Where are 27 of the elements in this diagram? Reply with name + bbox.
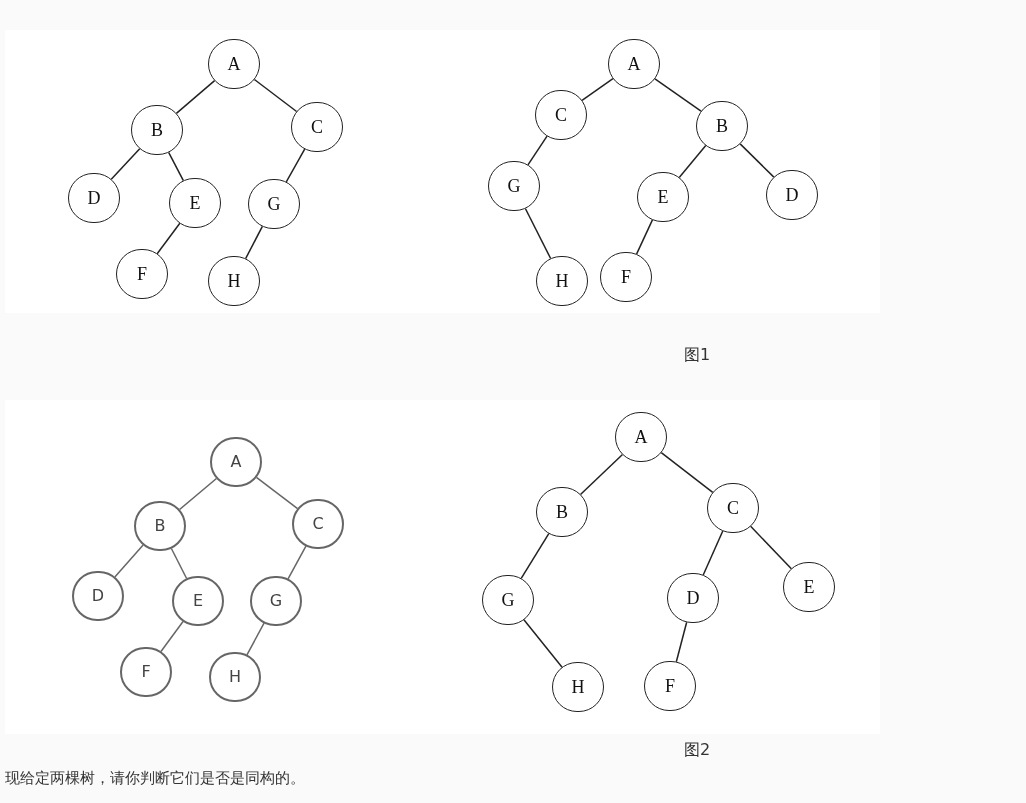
- tree-edge: [114, 544, 144, 578]
- tree-edge: [244, 225, 264, 260]
- tree-edge: [520, 532, 550, 580]
- tree-edge: [524, 207, 552, 260]
- tree-edge: [654, 78, 702, 112]
- tree-edge: [178, 477, 218, 511]
- caption: 现给定两棵树，请你判断它们是否是同构的。: [5, 768, 305, 789]
- tree-edge: [523, 619, 563, 668]
- tree-edge: [167, 151, 185, 182]
- tree-edge: [675, 621, 688, 663]
- tree-edge: [579, 453, 624, 496]
- tree-edge: [255, 476, 299, 510]
- tree-edge: [156, 222, 181, 255]
- figure-label: 图1: [684, 344, 711, 366]
- tree-edge: [160, 620, 184, 653]
- tree-edge: [175, 79, 216, 115]
- tree-edge: [678, 144, 707, 179]
- tree-edge: [110, 147, 141, 181]
- tree-edge: [739, 143, 775, 178]
- tree-edge: [527, 135, 548, 166]
- tree-edge: [253, 78, 298, 113]
- tree-edge: [749, 525, 793, 570]
- tree-edge: [581, 77, 614, 102]
- tree-edge: [660, 451, 714, 494]
- figure-label: 图2: [684, 739, 711, 761]
- tree-edge: [285, 148, 306, 183]
- tree-edge: [635, 219, 654, 255]
